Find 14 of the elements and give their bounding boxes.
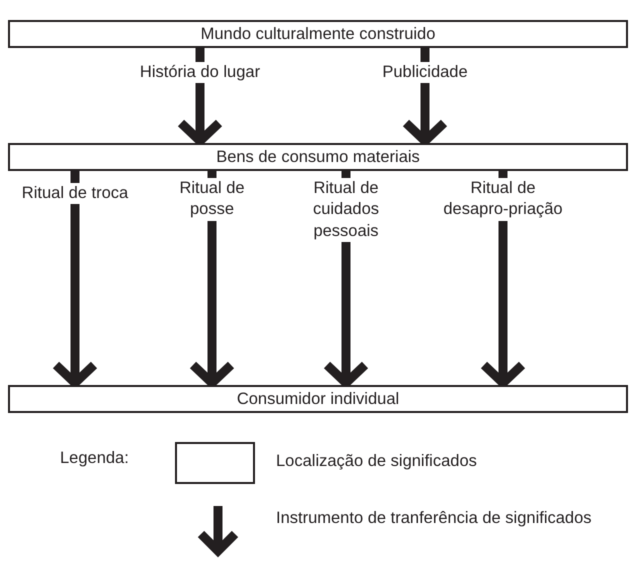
legend-text: Instrumento de tranferência de significados [276,508,593,529]
legend-text: Localização de significados [276,451,478,472]
legend-box-sample [175,442,255,484]
edge-label: Publicidade [382,62,468,84]
legend-title: Legenda: [60,449,129,468]
box-label: Bens de consumo materiais [216,148,420,166]
location-box [8,20,628,48]
location-box [8,143,628,171]
edge-label: História do lugar [140,62,260,84]
location-box [8,385,628,413]
box-label: Mundo culturalmente construido [200,24,436,44]
edge-label: Ritual de troca [22,183,128,204]
box-label: Consumidor individual [236,390,400,408]
arrow [52,171,98,388]
